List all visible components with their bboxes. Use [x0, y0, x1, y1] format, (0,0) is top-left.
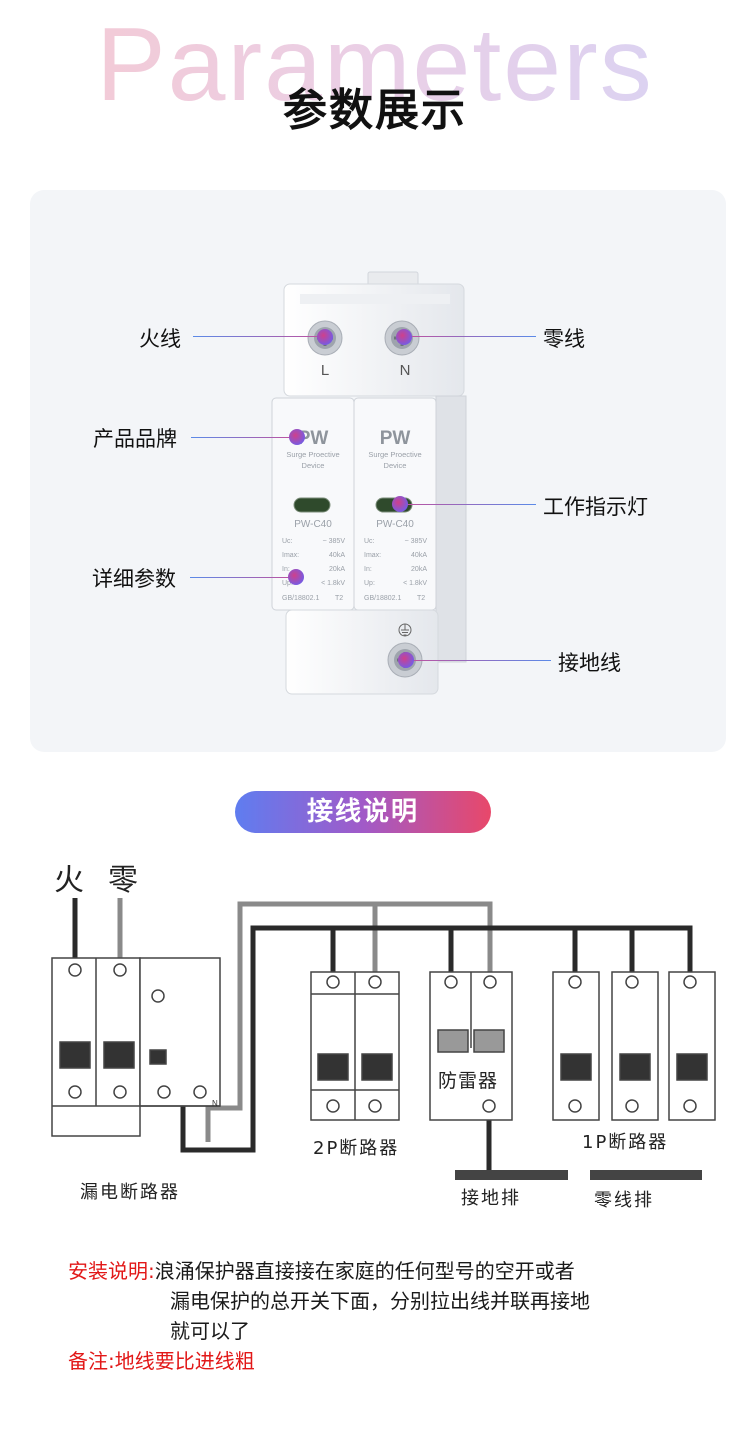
callout-brand: 产品品牌	[93, 427, 177, 451]
svg-text:< 1.8kV: < 1.8kV	[403, 580, 427, 587]
device-side	[435, 395, 467, 663]
callout-line-indicator	[400, 504, 536, 505]
svg-text:40kA: 40kA	[329, 552, 345, 559]
wiring-diagram: N	[51, 898, 716, 1180]
marker-live-icon	[317, 329, 333, 345]
svg-text:~ 385V: ~ 385V	[323, 538, 346, 545]
remark-text: 地线要比进线粗	[114, 1349, 255, 1373]
ground-symbol-icon	[398, 623, 412, 637]
upper-terminal-block	[283, 283, 465, 397]
install-line-3: 就可以了	[170, 1319, 250, 1343]
callout-neutral: 零线	[543, 327, 585, 351]
terminal-label-n: N	[400, 362, 411, 379]
callout-line-ground	[406, 660, 551, 661]
svg-text:Device: Device	[384, 461, 407, 470]
callout-live: 火线	[139, 327, 181, 351]
svg-text:Up:: Up:	[282, 580, 293, 587]
breaker-1p-group	[552, 971, 716, 1121]
svg-text:40kA: 40kA	[411, 552, 427, 559]
brand-mark-right: PW	[380, 428, 411, 449]
brand-mark-left: PW	[298, 428, 329, 449]
wiring-section-pill: 接线说明	[235, 791, 491, 833]
ground-bar	[455, 1170, 568, 1180]
rcd-breaker	[51, 957, 221, 1137]
svg-text:T2: T2	[335, 595, 343, 602]
svg-text:~ 385V: ~ 385V	[405, 538, 428, 545]
spd-device	[429, 971, 513, 1121]
svg-text:Surge Proective: Surge Proective	[286, 450, 339, 459]
svg-text:Uc:: Uc:	[282, 538, 293, 545]
label-rcd: 漏电断路器	[80, 1182, 180, 1203]
marker-neutral-icon	[396, 329, 412, 345]
marker-details-icon	[288, 569, 304, 585]
svg-text:T2: T2	[417, 595, 425, 602]
label-neutral-in: 零	[108, 863, 140, 898]
background-heading: Parameters	[0, 6, 750, 125]
page-title: 参数展示	[283, 85, 467, 136]
callout-line-brand	[191, 437, 295, 438]
install-label: 安装说明:	[68, 1259, 155, 1283]
svg-text:PW-C40: PW-C40	[294, 519, 332, 530]
label-spd: 防雷器	[438, 1070, 499, 1092]
label-breaker-1p: 1P断路器	[582, 1132, 669, 1153]
install-line-2: 漏电保护的总开关下面，分别拉出线并联再接地	[170, 1289, 590, 1313]
marker-brand-icon	[289, 429, 305, 445]
remark-label: 备注:	[68, 1349, 115, 1373]
callout-line-live	[193, 336, 323, 337]
callout-indicator: 工作指示灯	[543, 495, 648, 519]
marker-indicator-icon	[392, 496, 408, 512]
wire-live-bus	[180, 925, 693, 1153]
label-breaker-2p: 2P断路器	[313, 1138, 400, 1159]
breaker-2p	[310, 971, 400, 1121]
svg-text:In:: In:	[364, 566, 372, 573]
svg-text:Up:: Up:	[364, 580, 375, 587]
svg-text:Imax:: Imax:	[282, 552, 299, 559]
svg-text:< 1.8kV: < 1.8kV	[321, 580, 345, 587]
svg-text:20kA: 20kA	[329, 566, 345, 573]
svg-text:In:: In:	[282, 566, 290, 573]
svg-text:GB/18802.1: GB/18802.1	[282, 595, 319, 602]
neutral-bar	[590, 1170, 702, 1180]
label-live-in: 火	[54, 863, 86, 898]
svg-text:GB/18802.1: GB/18802.1	[364, 595, 401, 602]
install-line-1: 浪涌保护器直接接在家庭的任何型号的空开或者	[154, 1259, 575, 1283]
indicator-window-left	[293, 497, 331, 513]
install-notes: 安装说明:浪涌保护器直接接在家庭的任何型号的空开或者 漏电保护的总开关下面，分别…	[68, 1256, 590, 1376]
marker-ground-icon	[398, 652, 414, 668]
svg-text:Uc:: Uc:	[364, 538, 375, 545]
svg-text:Device: Device	[302, 461, 325, 470]
label-neutral-bar: 零线排	[594, 1190, 654, 1211]
svg-text:Surge Proective: Surge Proective	[368, 450, 421, 459]
svg-text:20kA: 20kA	[411, 566, 427, 573]
label-ground-bar: 接地排	[461, 1188, 521, 1209]
callout-ground: 接地线	[558, 651, 621, 675]
callout-line-details	[190, 577, 294, 578]
callout-line-neutral	[404, 336, 536, 337]
svg-text:Imax:: Imax:	[364, 552, 381, 559]
terminal-label-l: L	[321, 362, 329, 379]
rcd-n-label: N	[212, 1099, 218, 1108]
callout-details: 详细参数	[92, 567, 176, 591]
device-illustration: L N PW PW Surge Proective Device Surge P…	[271, 271, 467, 695]
wire-neutral-bus	[205, 901, 493, 1142]
svg-text:PW-C40: PW-C40	[376, 519, 414, 530]
